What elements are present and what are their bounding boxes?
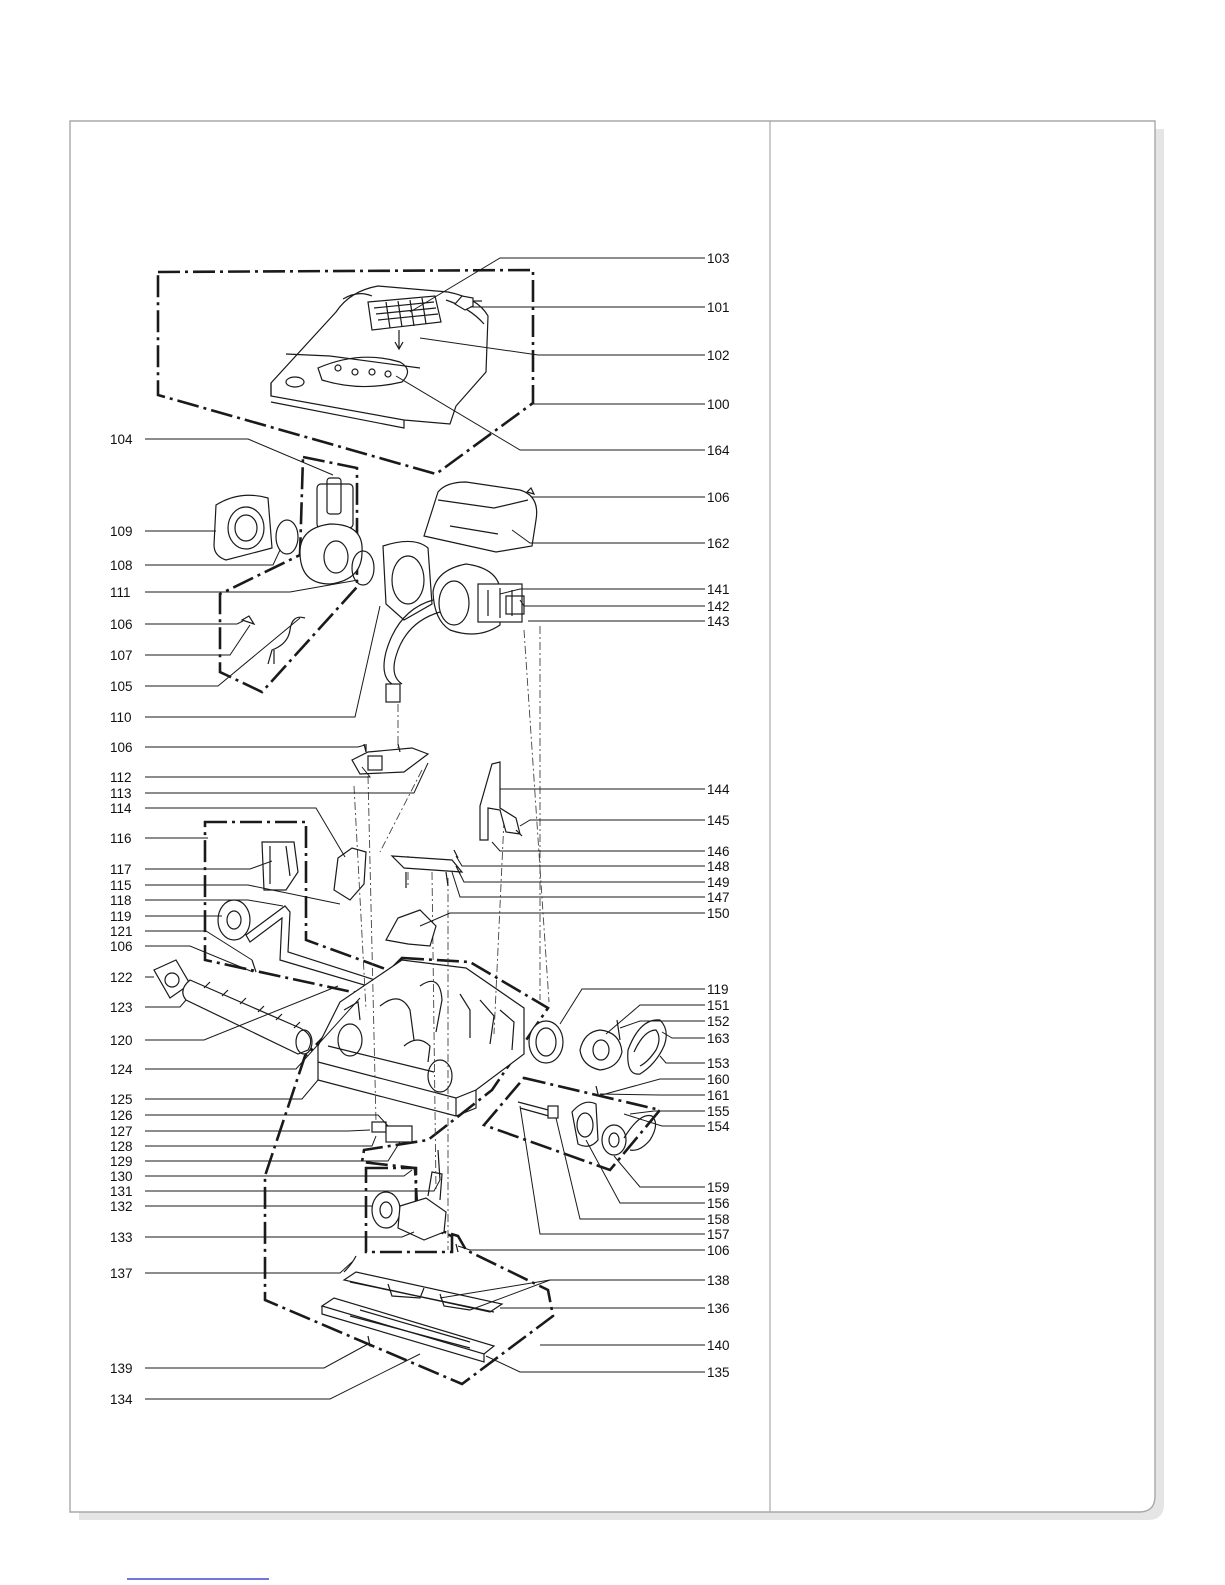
part-label: 102 xyxy=(707,348,730,363)
part-label: 162 xyxy=(707,536,730,551)
part-label: 110 xyxy=(110,710,132,725)
gear-pulley-part xyxy=(602,1125,626,1155)
part-label: 136 xyxy=(707,1301,730,1316)
part-label: 138 xyxy=(707,1273,730,1288)
part-label: 122 xyxy=(110,970,133,985)
part-label: 135 xyxy=(707,1365,730,1380)
part-label: 155 xyxy=(707,1104,730,1119)
part-label: 107 xyxy=(110,648,133,663)
drive-pulley-part xyxy=(580,1030,622,1070)
part-label: 106 xyxy=(707,1243,730,1258)
part-label: 104 xyxy=(110,432,133,447)
part-label: 156 xyxy=(707,1196,730,1211)
part-label: 124 xyxy=(110,1062,133,1077)
part-label: 109 xyxy=(110,524,133,539)
part-label: 103 xyxy=(707,251,730,266)
part-label: 108 xyxy=(110,558,133,573)
part-label: 132 xyxy=(110,1199,133,1214)
part-label: 105 xyxy=(110,679,133,694)
part-label: 111 xyxy=(110,585,131,600)
part-label: 148 xyxy=(707,859,730,874)
part-label: 139 xyxy=(110,1361,133,1376)
part-label: 144 xyxy=(707,782,730,797)
part-label: 146 xyxy=(707,844,730,859)
part-label: 106 xyxy=(707,490,730,505)
part-label: 142 xyxy=(707,599,730,614)
part-label: 137 xyxy=(110,1266,133,1281)
part-label: 163 xyxy=(707,1031,730,1046)
part-label: 145 xyxy=(707,813,730,828)
part-label: 141 xyxy=(707,582,730,597)
cord-plug xyxy=(386,684,400,702)
part-label: 158 xyxy=(707,1212,730,1227)
part-label: 120 xyxy=(110,1033,133,1048)
part-label: 131 xyxy=(110,1184,133,1199)
part-label: 121 xyxy=(110,924,133,939)
motor-end-plate xyxy=(214,495,272,560)
part-label: 117 xyxy=(110,862,132,877)
part-label: 140 xyxy=(707,1338,730,1353)
part-label: 128 xyxy=(110,1139,133,1154)
part-label: 126 xyxy=(110,1108,133,1123)
part-label: 149 xyxy=(707,875,730,890)
bushing-part xyxy=(548,1106,558,1118)
part-label: 118 xyxy=(110,893,132,908)
part-label: 113 xyxy=(110,786,132,801)
part-label: 100 xyxy=(707,397,730,412)
part-label: 160 xyxy=(707,1072,730,1087)
part-label: 119 xyxy=(707,982,729,997)
part-label: 112 xyxy=(110,770,132,785)
part-label: 106 xyxy=(110,740,133,755)
part-label: 133 xyxy=(110,1230,133,1245)
part-label: 134 xyxy=(110,1392,133,1407)
part-label: 129 xyxy=(110,1154,133,1169)
part-label: 143 xyxy=(707,614,730,629)
part-label: 151 xyxy=(707,998,730,1013)
part-label: 101 xyxy=(707,300,730,315)
part-label: 164 xyxy=(707,443,730,458)
part-label: 130 xyxy=(110,1169,133,1184)
part-label: 150 xyxy=(707,906,730,921)
part-label: 157 xyxy=(707,1227,730,1242)
part-label: 123 xyxy=(110,1000,133,1015)
part-label: 161 xyxy=(707,1088,730,1103)
part-label: 115 xyxy=(110,878,132,893)
part-label: 114 xyxy=(110,801,132,816)
roller-wheel-right xyxy=(529,1021,563,1063)
part-label: 153 xyxy=(707,1056,730,1071)
part-label: 127 xyxy=(110,1124,133,1139)
part-label: 106 xyxy=(110,617,133,632)
part-label: 106 xyxy=(110,939,133,954)
roller-wheel-left xyxy=(218,900,250,940)
height-adjust-wheel xyxy=(372,1192,400,1228)
part-label: 116 xyxy=(110,831,132,846)
part-label: 152 xyxy=(707,1014,730,1029)
part-label: 159 xyxy=(707,1180,730,1195)
part-label: 119 xyxy=(110,909,132,924)
part-label: 125 xyxy=(110,1092,133,1107)
part-label: 147 xyxy=(707,890,730,905)
fan-cover-plate xyxy=(383,541,432,620)
part-label: 154 xyxy=(707,1119,730,1134)
